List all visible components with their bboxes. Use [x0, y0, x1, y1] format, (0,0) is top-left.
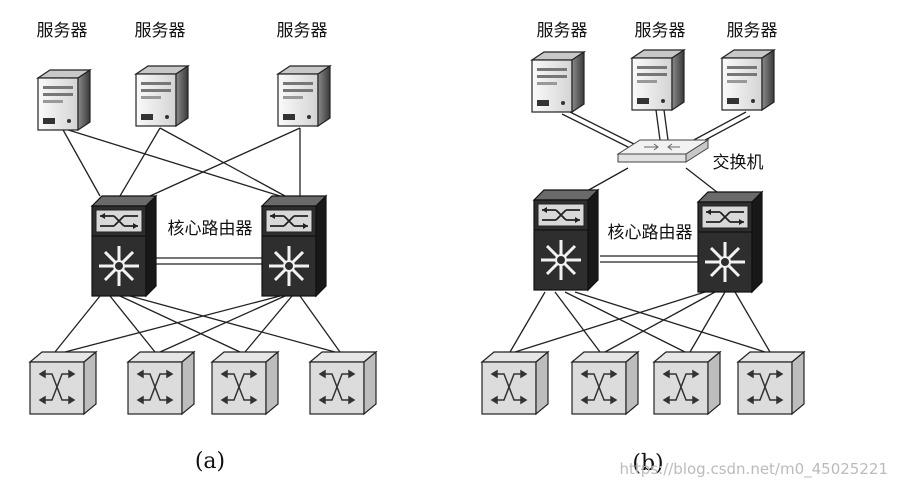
- diagram-a-server-label-1: 服务器: [37, 21, 88, 41]
- diagram-b-server-icon-3: [721, 49, 775, 111]
- watermark: https://blog.csdn.net/m0_45025221: [620, 460, 888, 479]
- diagram-a-server-label-3: 服务器: [277, 21, 328, 41]
- diagram-b-caption: (b): [632, 451, 663, 476]
- diagram-a-core-router-icon-2: [260, 194, 328, 298]
- diagram-a-core-router-label: 核心路由器: [168, 219, 253, 239]
- diagram-a-server-label-2: 服务器: [135, 21, 186, 41]
- diagram-b-server-icon-1: [531, 51, 585, 113]
- diagram-a-server-icon-2: [135, 65, 189, 127]
- diagram-b-access-switch-icon-1: [481, 351, 549, 415]
- diagram-b-server-label-2: 服务器: [635, 21, 686, 41]
- diagram-a-access-switch-icon-1: [29, 351, 97, 415]
- diagram-b-core-router-label: 核心路由器: [608, 223, 693, 243]
- diagram-a-access-switch-icon-3: [211, 351, 279, 415]
- diagram-b-switch-label: 交换机: [713, 153, 764, 173]
- diagram-a-server-icon-3: [277, 65, 331, 127]
- diagram-b-server-icon-2: [631, 49, 685, 111]
- diagram-a-caption: (a): [195, 449, 225, 474]
- diagram-b-access-switch-icon-4: [737, 351, 805, 415]
- diagram-b-access-switch-icon-2: [571, 351, 639, 415]
- diagram-a-access-switch-icon-4: [309, 351, 377, 415]
- diagram-b-core-router-icon-2: [696, 190, 764, 294]
- diagram-a-links: [54, 127, 341, 353]
- diagram-b-server-label-1: 服务器: [537, 21, 588, 41]
- diagram-b-access-switch-icon-3: [653, 351, 721, 415]
- diagram-b-core-router-icon-1: [532, 188, 600, 292]
- diagram-b-server-label-3: 服务器: [727, 21, 778, 41]
- diagram-a: 服务器 服务器 服务器 核心路由器 (a): [29, 21, 377, 474]
- diagram-b: 服务器 服务器 服务器 交换机 核心路由器 (b): [481, 21, 805, 476]
- diagram-a-server-icon-1: [37, 69, 91, 131]
- diagram-a-access-switch-icon-2: [127, 351, 195, 415]
- diagram-a-core-router-icon-1: [90, 194, 158, 298]
